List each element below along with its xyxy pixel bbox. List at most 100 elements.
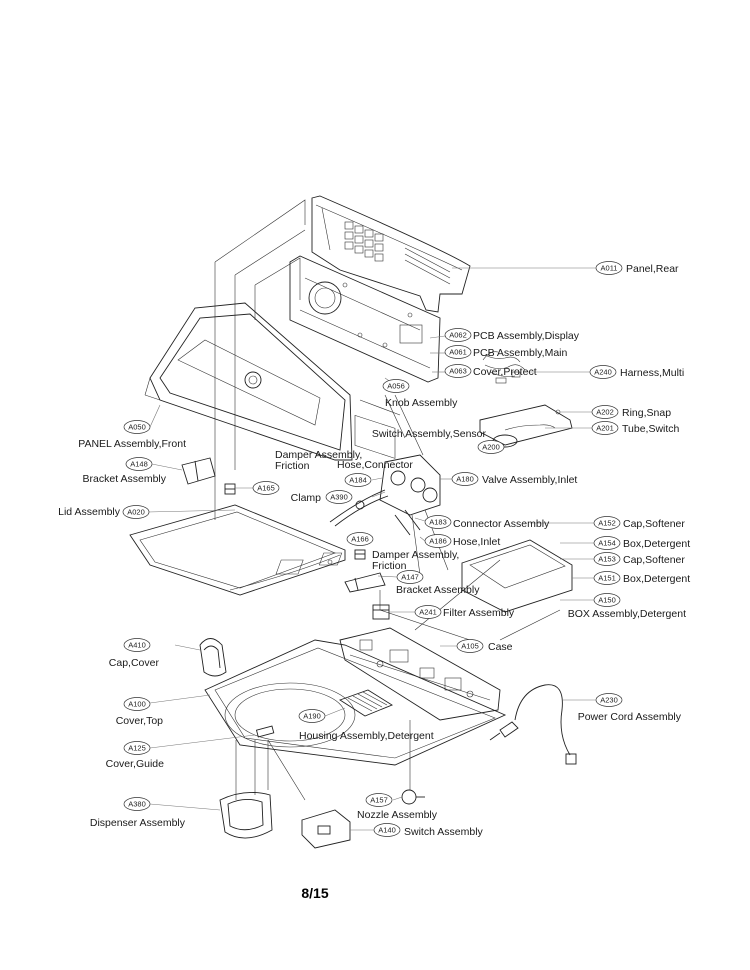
callout-code: A056 [387,382,405,391]
callout-bubble [346,532,374,546]
callout-a062: A062 PCB Assembly,Display [444,328,580,342]
callout-bubble [424,515,452,529]
callout-bubble [593,571,621,585]
callout-bubble [456,639,484,653]
callout-label: Valve Assembly,Inlet [482,474,577,486]
callout-label: Knob Assembly [385,397,458,409]
callout-bubble [123,638,151,652]
housing-detergent-part [338,689,393,717]
callout-a240: A240 Harness,Multi [589,365,684,379]
callout-label: BOX Assembly,Detergent [568,608,686,620]
callout-code: A148 [130,460,148,469]
callout-code: A241 [419,608,437,617]
callout-code: A150 [598,596,616,605]
callout-bubble [593,593,621,607]
callout-bubble [122,505,150,519]
leader-lines [147,267,597,831]
callout-code: A410 [128,641,146,650]
callout-code: A186 [429,537,447,546]
callout-label: Panel,Rear [626,263,679,275]
damper-a165-part [224,483,236,495]
callout-code: A200 [482,443,500,452]
callout-label: Housing Assembly,Detergent [299,730,434,742]
callout-bubble [424,534,452,548]
callout-code: A062 [449,331,467,340]
callout-code: A151 [598,574,616,583]
callout-code: A154 [598,539,616,548]
callout-bubble [123,741,151,755]
callout-bubble [325,490,353,504]
pcb-display-part [289,255,441,459]
callout-code: A240 [594,368,612,377]
callout-label: Cap,Softener [623,554,685,566]
callout-code: A183 [429,518,447,527]
callout-bubble [477,440,505,454]
cover-top-part [204,639,507,766]
callout-label: Clamp [291,492,322,504]
callout-label: Filter Assembly [443,607,515,619]
callout-bubble [593,552,621,566]
lid-part [129,504,346,596]
callout-a186: A186 Hose,Inlet [424,534,500,548]
callout-bubble [396,570,424,584]
guide-lines [214,199,561,801]
callout-code: A165 [257,484,275,493]
callout-a153: A153 Cap,Softener [593,552,685,566]
callout-code: A011 [601,264,618,273]
callout-bubble [123,697,151,711]
callout-code: A147 [401,573,419,582]
callout-bubble [373,823,401,837]
callout-label: Box,Detergent [623,573,690,585]
callout-label: Cap,Softener [623,518,685,530]
callout-code: A202 [596,408,614,417]
callout-code: A061 [449,348,467,357]
callout-bubble [589,365,617,379]
callout-label: Connector Assembly [453,518,550,530]
callout-bubble [344,473,372,487]
callout-label: Case [488,641,513,653]
callout-code: A157 [370,796,388,805]
callout-a200: A200 Switch Assembly,Sensor [372,428,505,454]
panel-front-part [144,302,353,461]
case-part [339,627,501,721]
callout-bubble [298,709,326,723]
callout-code: A100 [128,700,146,709]
callout-a165: A165 Damper Assembly,Friction [252,449,362,495]
callout-bubble [595,693,623,707]
callout-bubble [252,481,280,495]
cover-guide-part [255,725,275,738]
bracket-a148-part [181,457,216,485]
callout-code: A105 [461,642,479,651]
callout-code: A390 [330,493,348,502]
callout-label: Damper Assembly,Friction [372,549,459,572]
callout-bubble [595,261,623,275]
callout-label: Damper Assembly,Friction [275,449,362,472]
callout-label: Hose,Inlet [453,536,500,548]
callout-bubble [451,472,479,486]
callout-code: A166 [351,535,369,544]
callout-bubble [591,405,619,419]
callout-label: Harness,Multi [620,367,684,379]
callout-code: A380 [128,800,146,809]
callout-label: Power Cord Assembly [578,711,682,723]
callout-label: Cover,Protect [473,366,537,378]
callout-label: Switch Assembly,Sensor [372,428,487,440]
callout-bubble [414,605,442,619]
callout-label: PCB Assembly,Display [473,330,580,342]
callout-code: A153 [598,555,616,564]
callout-label: Cover,Guide [106,758,165,770]
